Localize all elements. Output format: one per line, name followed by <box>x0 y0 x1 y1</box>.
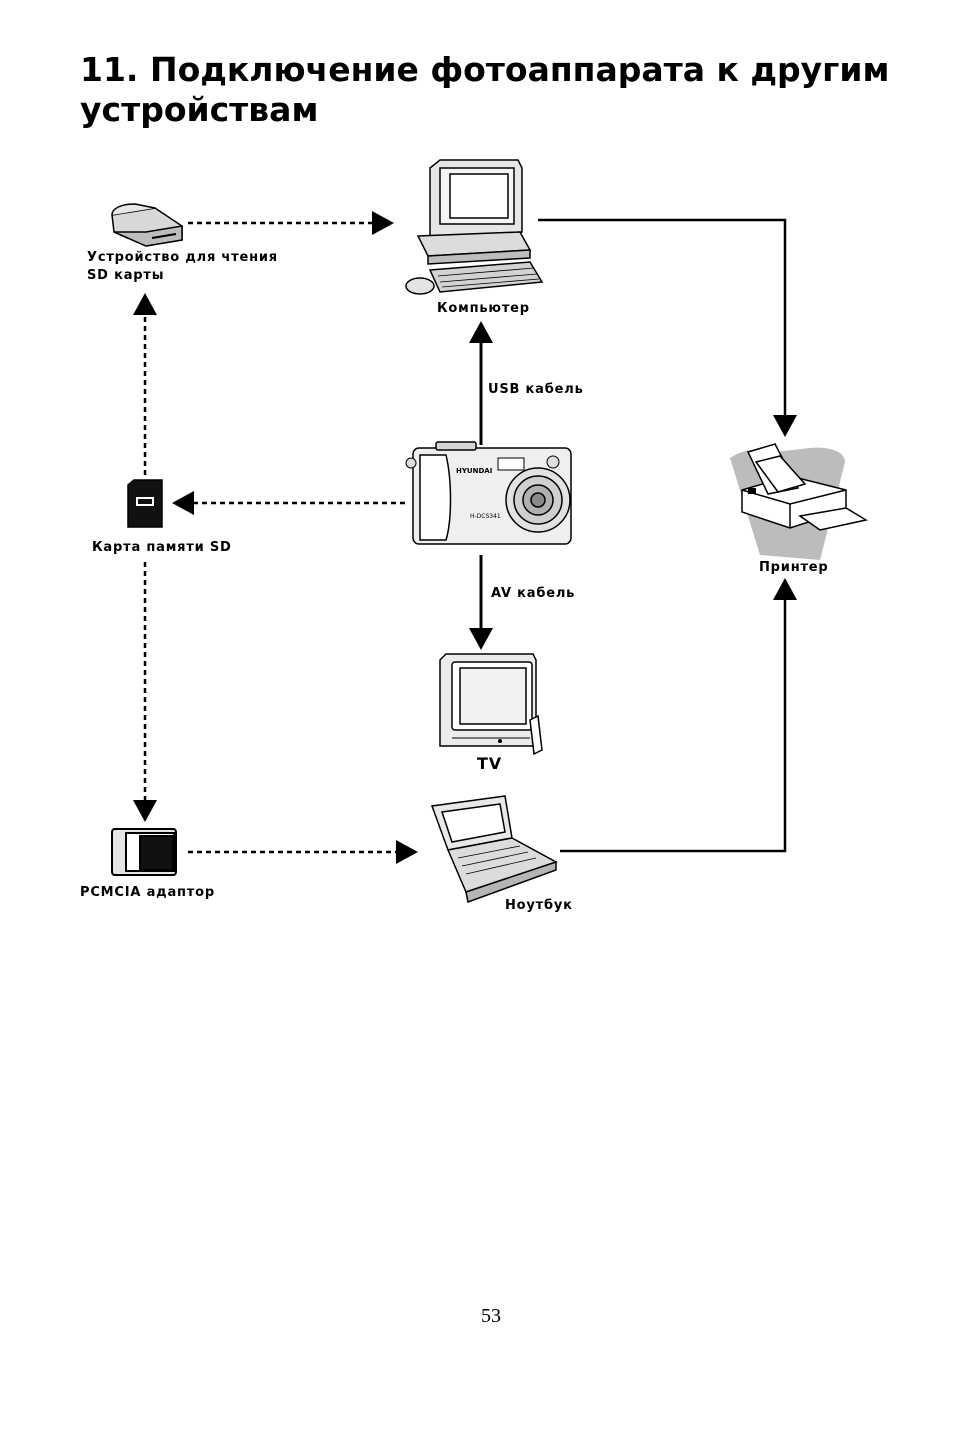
av-cable-arrow <box>469 555 493 650</box>
dotted-line-reader-to-computer <box>188 211 394 235</box>
page-title: 11. Подключение фотоаппарата к другим ус… <box>80 50 890 129</box>
page-number: 53 <box>481 1305 501 1327</box>
line-laptop-to-printer <box>560 578 797 853</box>
camera-brand-text: HYUNDAI <box>456 467 492 475</box>
pcmcia-adapter-icon <box>111 828 177 876</box>
dotted-line-card-to-reader <box>133 293 157 475</box>
tv-label: TV <box>477 754 502 773</box>
sd-card-icon <box>127 479 163 528</box>
usb-cable-arrow <box>469 321 493 445</box>
laptop-icon <box>430 795 558 904</box>
usb-cable-label: USB кабель <box>488 382 584 397</box>
computer-label: Компьютер <box>437 301 530 316</box>
sd-card-label: Карта памяти SD <box>92 540 232 555</box>
laptop-label: Ноутбук <box>505 898 573 913</box>
sd-reader-label-line2: SD карты <box>87 268 165 283</box>
pcmcia-adapter-label: PCMCIA адаптор <box>80 885 215 900</box>
dotted-line-card-to-pcmcia <box>133 562 157 822</box>
line-computer-to-printer <box>538 218 797 437</box>
dotted-line-camera-to-card <box>172 491 405 515</box>
camera-icon: HYUNDAI H-DCS341 <box>405 441 572 545</box>
sd-card-reader-icon <box>111 203 183 247</box>
sd-reader-label-line1: Устройство для чтения <box>87 250 278 265</box>
dotted-line-pcmcia-to-laptop <box>188 840 418 864</box>
av-cable-label: AV кабель <box>491 586 576 601</box>
tv-icon <box>439 653 543 756</box>
camera-model-text: H-DCS341 <box>470 513 501 520</box>
sd-reader-label: Устройство для чтения SD карты <box>87 249 278 285</box>
computer-icon <box>405 159 544 295</box>
printer-label: Принтер <box>759 560 829 575</box>
printer-icon <box>730 443 869 560</box>
